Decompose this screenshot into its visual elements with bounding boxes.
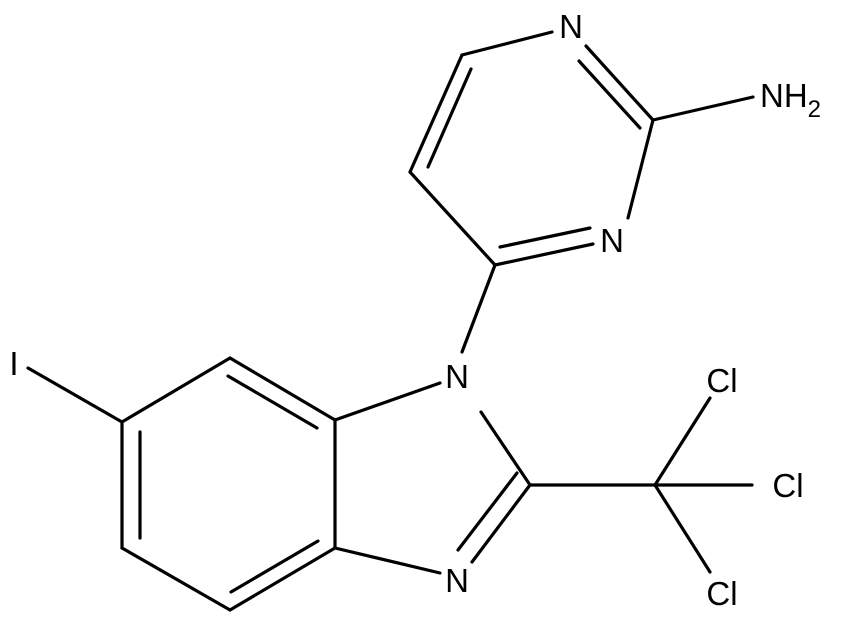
bond-c4p-c5p [408, 170, 497, 267]
bond-c6-n1p [460, 30, 554, 57]
bond-n1p-c2p [584, 44, 655, 122]
bond-c4p-n1 [460, 263, 497, 354]
bond-n1-c2 [479, 410, 532, 487]
atom-label-n1-benzimidazole: N [445, 358, 469, 395]
bond-c7-c6 [120, 356, 232, 424]
bond-n1-c7a [333, 381, 442, 422]
bond-c4-c3a-double [229, 539, 320, 594]
atom-label-cl-bottom: Cl [706, 575, 737, 612]
bond-c7a-c7-double [226, 374, 319, 430]
bond-n3p-c4p [493, 242, 595, 267]
atom-labels: N NH2 N N N I Cl Cl Cl [9, 8, 821, 612]
bond-c5p-c6p [408, 53, 464, 174]
pyrimidine-ring [408, 30, 755, 267]
bond-c2-n3-double [456, 471, 519, 552]
bond-c5-c4 [120, 546, 232, 612]
atom-label-iodine: I [9, 345, 18, 382]
bond-n1p-c2p-double [577, 59, 642, 130]
atom-label-n3-benzimidazole: N [445, 562, 469, 599]
bond-n3-c3a [333, 546, 442, 575]
bond-c2-n3 [470, 483, 532, 564]
bond-cq-cl-top [653, 396, 712, 487]
trichloromethyl-group [528, 396, 754, 574]
amino-subscript: 2 [808, 96, 821, 123]
atom-label-cl-right: Cl [772, 467, 803, 504]
atom-label-n-pyrimidine-top: N [559, 8, 583, 45]
bond-c5p-c6p-double [426, 67, 473, 169]
benzimidazole-ring [26, 356, 532, 612]
bond-n3p-c4p-double [498, 226, 592, 249]
bond-c6-iodine [26, 366, 124, 424]
amino-main: NH [760, 77, 808, 114]
bond-c2p-n3p [626, 118, 655, 220]
atom-label-cl-top: Cl [706, 362, 737, 399]
bond-c2p-nh2 [651, 95, 755, 122]
atom-label-amino: NH2 [760, 77, 821, 123]
bond-c7a-c7 [228, 356, 337, 422]
bond-c4-c3a [228, 546, 337, 612]
bond-cq-cl-bottom [653, 483, 712, 574]
atom-label-n-pyrimidine-lower: N [600, 222, 624, 259]
